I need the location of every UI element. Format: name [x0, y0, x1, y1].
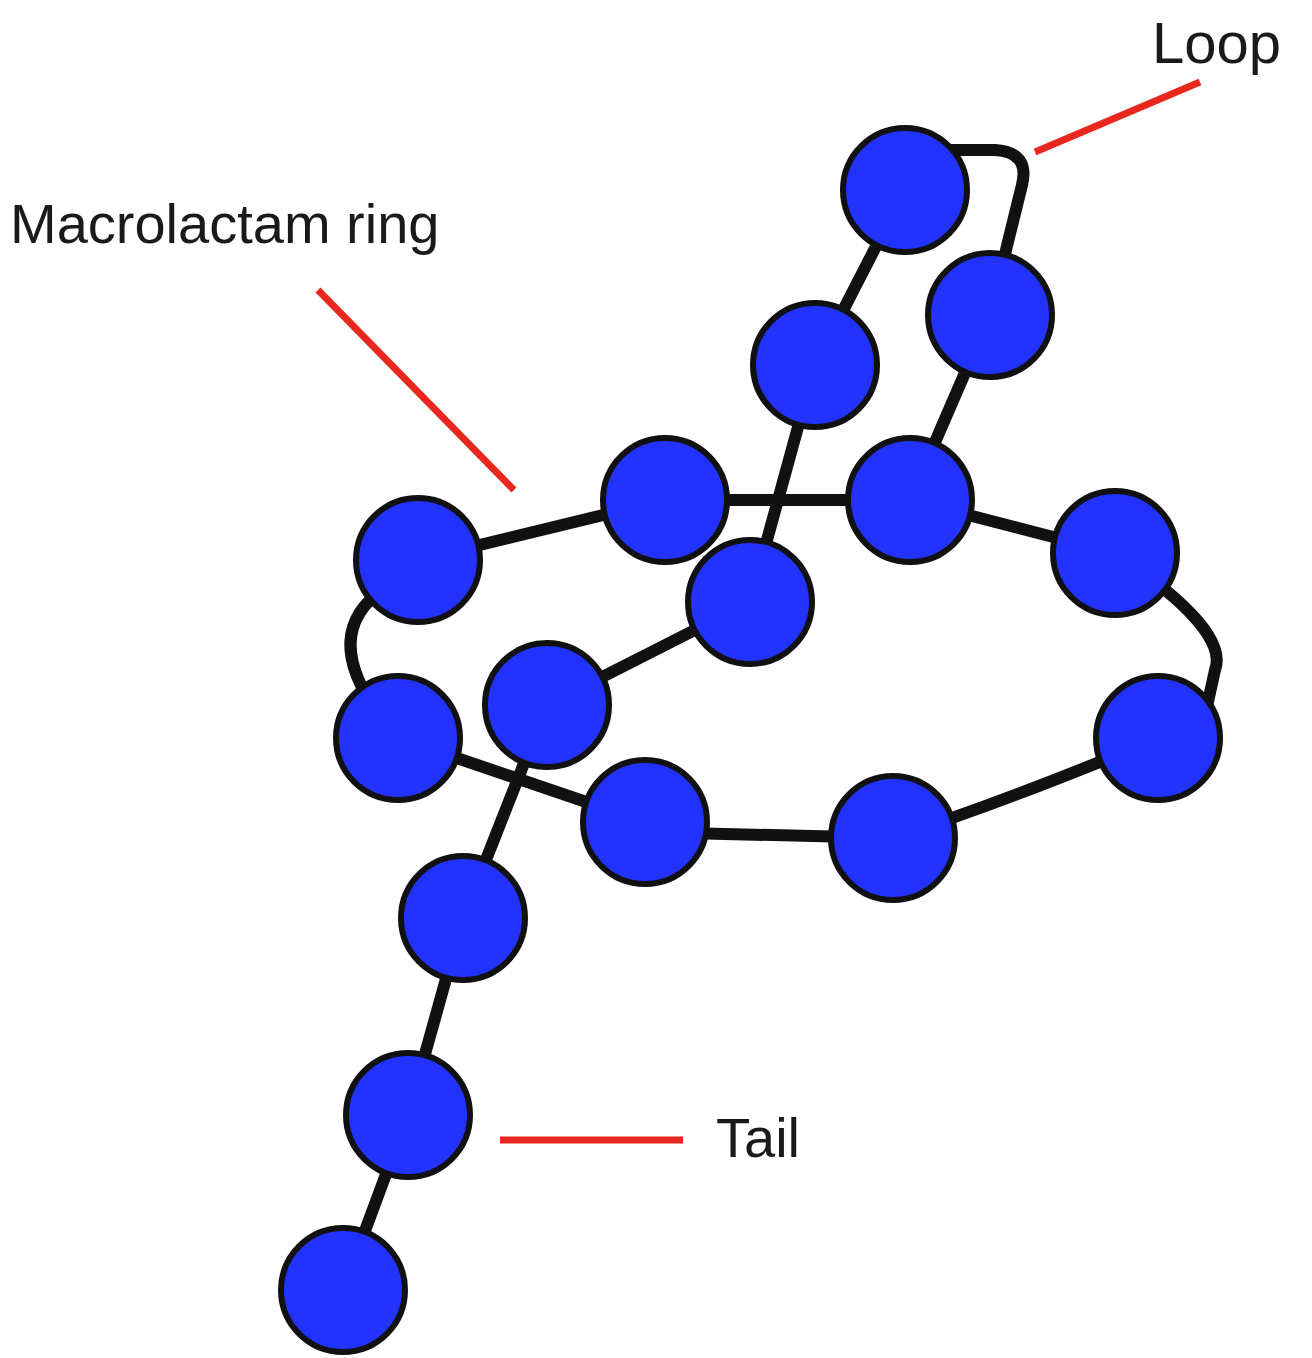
leader-line — [500, 1137, 683, 1144]
residue — [848, 438, 972, 562]
residue — [603, 438, 727, 562]
residue — [831, 776, 955, 900]
leader-line — [318, 290, 514, 490]
residue — [1053, 491, 1177, 615]
residue — [928, 253, 1052, 377]
residue — [485, 643, 609, 767]
residue — [843, 128, 967, 252]
residue — [356, 498, 480, 622]
residue — [753, 303, 877, 427]
residue — [336, 676, 460, 800]
residue — [1096, 676, 1220, 800]
residue — [281, 1228, 405, 1352]
part-label: Macrolactam ring — [10, 196, 439, 252]
part-label: Loop — [1152, 14, 1281, 72]
residue — [401, 856, 525, 980]
residue — [346, 1053, 470, 1177]
leader-line — [1035, 82, 1200, 152]
leader-lines — [318, 82, 1200, 1140]
amino-acid-residues — [281, 128, 1220, 1352]
residue — [688, 540, 812, 664]
peptide-bonds — [343, 150, 1217, 1290]
part-label: Tail — [716, 1110, 800, 1166]
residue — [583, 760, 707, 884]
